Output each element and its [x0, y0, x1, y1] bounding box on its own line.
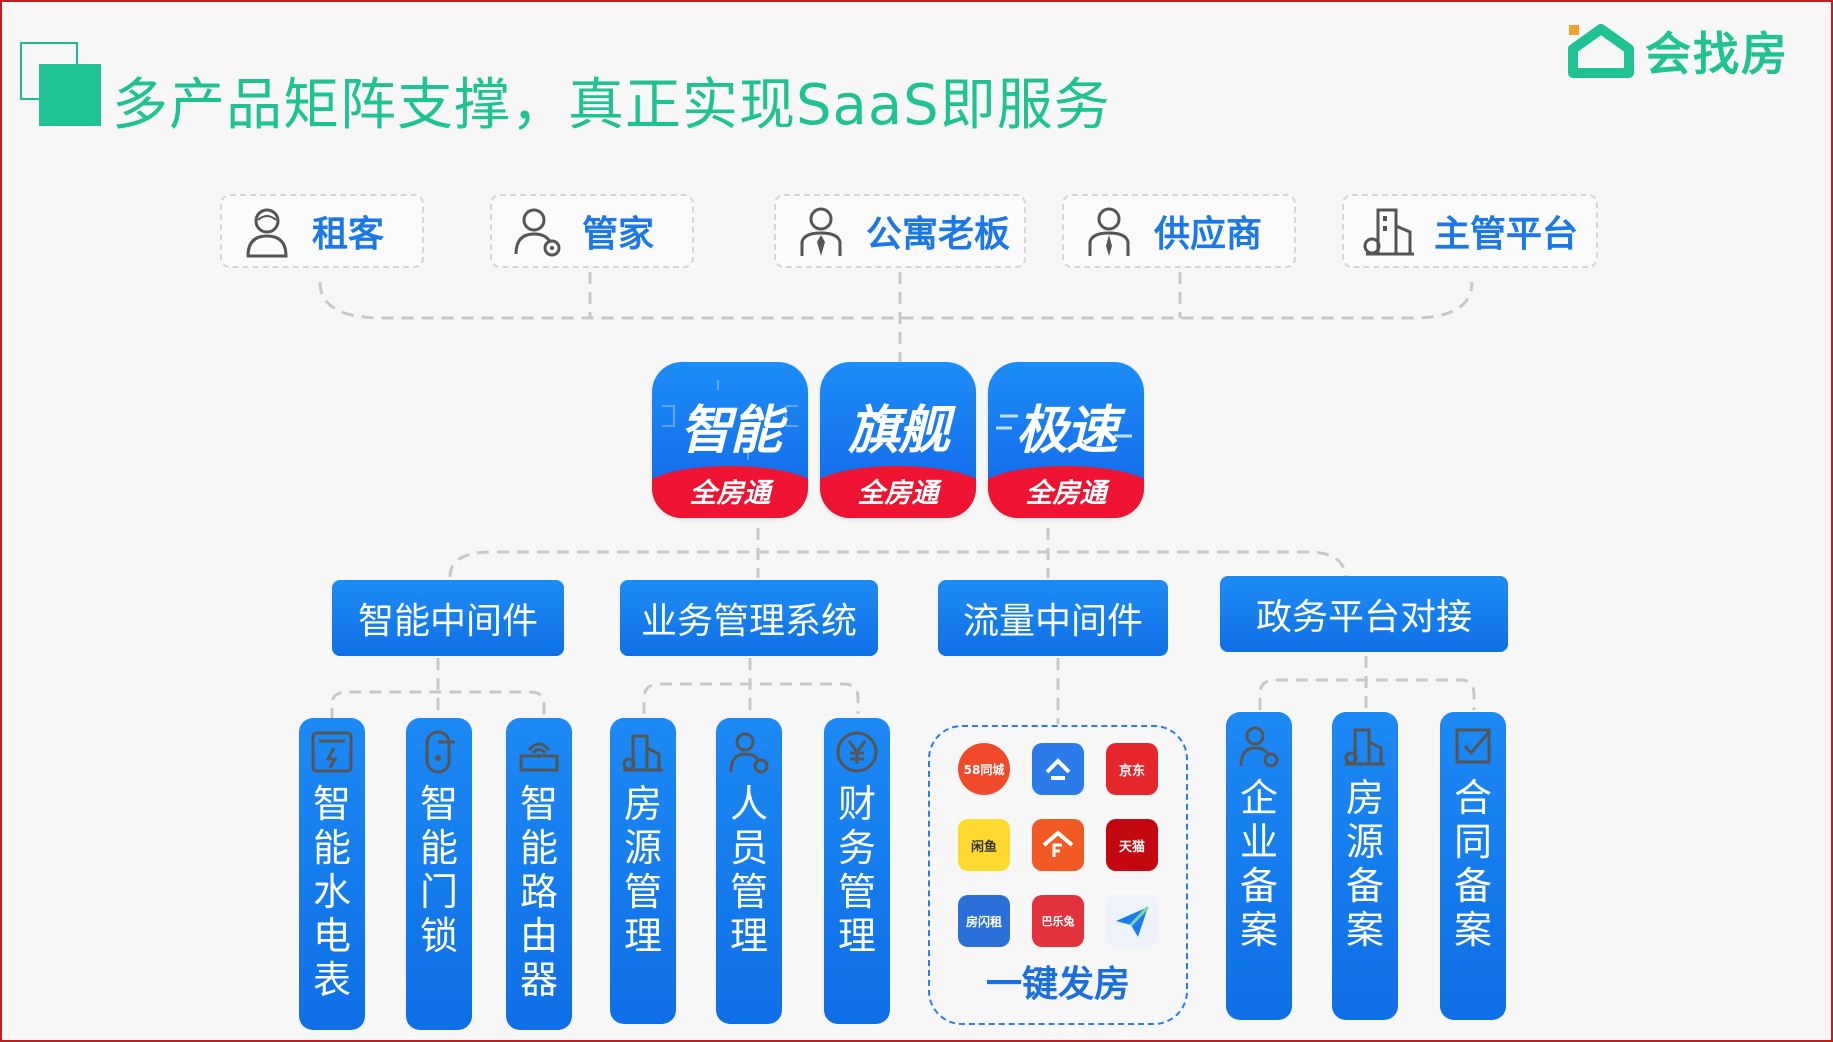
item-label: 房源备案 [1345, 776, 1384, 952]
user-icon [246, 208, 288, 258]
meter-icon [311, 731, 353, 773]
role-butler: 管家 [490, 194, 694, 268]
item-staff-management: 人员管理 [716, 718, 782, 1024]
platform-ke[interactable] [1032, 743, 1084, 795]
logo-text: 会找房 [1645, 27, 1789, 81]
category-smart-middleware: 智能中间件 [332, 580, 564, 656]
platform-tmall[interactable]: 天猫 [1106, 819, 1158, 871]
item-label: 财务管理 [837, 782, 876, 958]
platform-fang[interactable] [1032, 819, 1084, 871]
platform-xianyu[interactable]: 闲鱼 [958, 819, 1010, 871]
building-icon [1363, 208, 1414, 256]
house-f-icon [1042, 830, 1074, 857]
building-icon [622, 734, 663, 772]
item-contract-filing: 合同备案 [1440, 712, 1506, 1020]
app-subtitle: 全房通 [857, 478, 939, 509]
title-square-fill [39, 64, 101, 126]
logo: 会找房 [1567, 20, 1789, 82]
app-icon-express[interactable]: 极速 全房通 [988, 362, 1144, 518]
item-finance-management: 财务管理 [824, 718, 890, 1024]
ke-icon [1045, 758, 1071, 780]
building-icon [1344, 728, 1385, 766]
platform-jd[interactable]: 京东 [1106, 743, 1158, 795]
supplier-icon [1088, 207, 1130, 256]
user-gear-icon [1239, 726, 1279, 768]
item-label: 智能水电表 [312, 782, 351, 1002]
yen-icon [836, 731, 878, 773]
app-subtitle: 全房通 [1025, 478, 1107, 509]
app-title: 极速 [1015, 401, 1118, 461]
app-red-base [652, 466, 808, 518]
item-label: 企业备案 [1239, 776, 1278, 952]
role-supplier: 供应商 [1062, 194, 1296, 268]
role-label: 公寓老板 [866, 214, 1011, 255]
item-property-management: 房源管理 [610, 718, 676, 1024]
paper-plane-icon [1116, 905, 1150, 937]
platform-paper-plane[interactable] [1106, 895, 1158, 947]
boss-icon [800, 207, 842, 256]
speed-lines [996, 414, 1132, 438]
item-label: 合同备案 [1453, 776, 1492, 952]
category-gov-platform: 政务平台对接 [1220, 576, 1508, 652]
role-label: 供应商 [1154, 214, 1263, 255]
role-label: 主管平台 [1434, 214, 1579, 255]
role-tenant: 租客 [220, 194, 424, 268]
role-label: 管家 [582, 214, 655, 255]
app-title: 智能 [679, 401, 782, 461]
role-apartment-owner: 公寓老板 [774, 194, 1026, 268]
door-lock-icon [425, 730, 455, 774]
app-title: 旗舰 [847, 401, 950, 461]
app-icon-smart[interactable]: 智能 全房通 [652, 362, 808, 518]
user-gear-icon [729, 732, 769, 774]
role-label: 租客 [312, 214, 385, 255]
platform-baletu[interactable]: 巴乐兔 [1032, 895, 1084, 947]
app-subtitle: 全房通 [689, 478, 771, 509]
item-enterprise-filing: 企业备案 [1226, 712, 1292, 1020]
platform-fangshanzu[interactable]: 房闪租 [958, 895, 1010, 947]
category-business-system: 业务管理系统 [620, 580, 878, 656]
app-red-base [820, 466, 976, 518]
item-property-filing: 房源备案 [1332, 712, 1398, 1020]
item-label: 智能门锁 [419, 782, 458, 958]
one-click-publish-label: 一键发房 [985, 964, 1130, 1005]
circuit-pattern [662, 380, 798, 460]
app-red-base [988, 466, 1144, 518]
item-smart-lock: 智能门锁 [406, 718, 472, 1030]
role-regulator: 主管平台 [1342, 194, 1598, 268]
platform-58[interactable]: 58同城 [958, 743, 1010, 795]
platform-group: 58同城 京东 闲鱼 天猫 房闪租 巴乐兔 一键发房 [928, 725, 1188, 1025]
page-title: 多产品矩阵支撑，真正实现SaaS即服务 [112, 73, 1111, 138]
item-smart-meter: 智能水电表 [299, 718, 365, 1030]
checkbox-icon [1455, 728, 1491, 764]
item-smart-router: 智能路由器 [506, 718, 572, 1030]
router-icon [519, 742, 559, 772]
user-gear-icon [514, 208, 561, 257]
item-label: 智能路由器 [519, 782, 558, 1002]
house-logo-icon [1568, 24, 1634, 78]
category-traffic-middleware: 流量中间件 [938, 580, 1168, 656]
item-label: 房源管理 [623, 782, 662, 958]
app-icon-flagship[interactable]: 旗舰 全房通 [820, 362, 976, 518]
item-label: 人员管理 [729, 782, 768, 958]
